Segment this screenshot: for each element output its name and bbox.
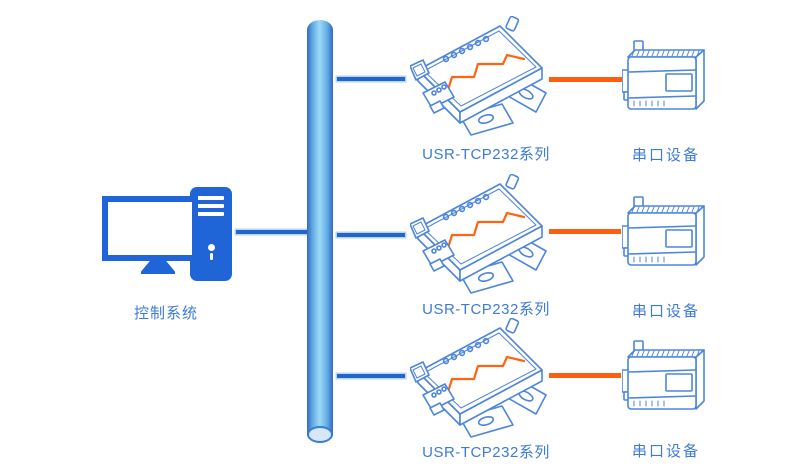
controller-label: 控制系统 (133, 305, 198, 322)
usr-tcp232-converter-icon (410, 318, 548, 439)
serial-device-icon (622, 196, 705, 266)
bus-converter-link-line (337, 233, 405, 237)
usr-tcp232-converter-icon (410, 16, 548, 137)
network-bus-pipe-cap (307, 426, 333, 443)
computer-monitor-icon (102, 196, 198, 261)
controller-bus-link-line (236, 230, 307, 234)
converter-label: USR-TCP232系列 (422, 146, 550, 163)
usr-tcp232-converter-icon (410, 174, 548, 295)
serial-device-label: 串口设备 (631, 443, 700, 460)
bus-converter-link-line (337, 77, 405, 81)
converter-label: USR-TCP232系列 (422, 301, 550, 318)
bus-converter-link-line (337, 374, 405, 378)
converter-serial-link-line (549, 373, 621, 378)
serial-device-icon (622, 340, 705, 410)
monitor-stand-icon (141, 261, 175, 274)
converter-serial-link-line (549, 77, 625, 82)
serial-device-label: 串口设备 (631, 147, 700, 164)
serial-device-label: 串口设备 (631, 303, 700, 320)
converter-label: USR-TCP232系列 (422, 444, 550, 461)
network-bus-pipe (307, 20, 333, 436)
serial-device-icon (622, 40, 705, 110)
converter-serial-link-line (549, 229, 621, 234)
